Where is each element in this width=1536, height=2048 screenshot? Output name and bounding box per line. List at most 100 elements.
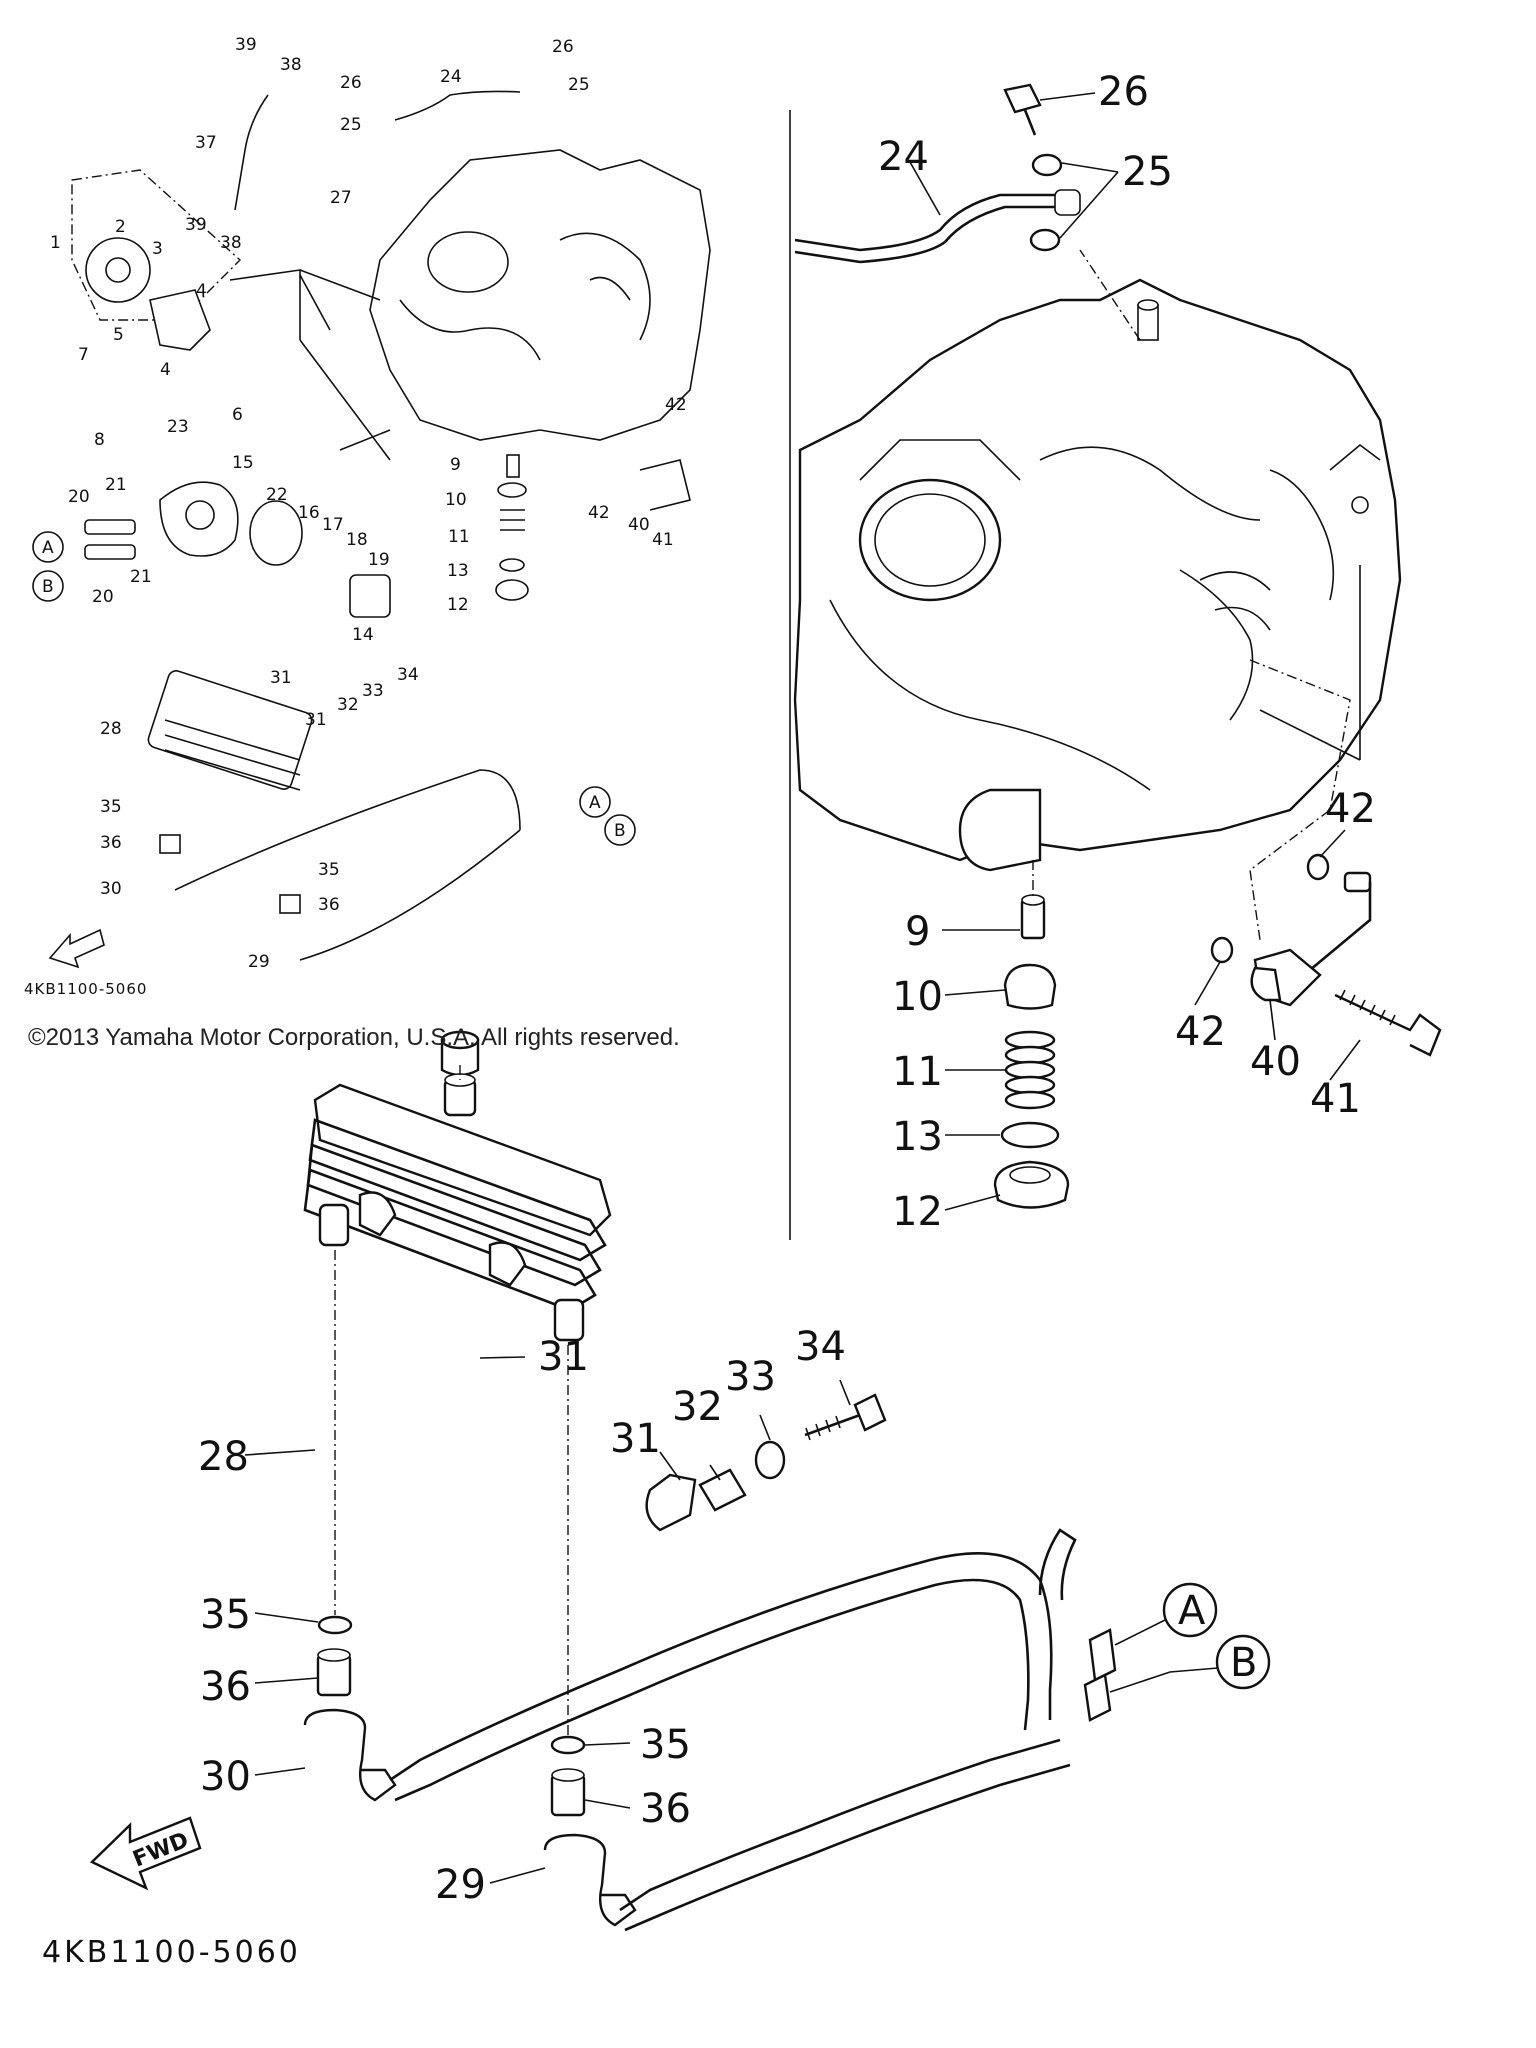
overview-label: 26 [552, 37, 574, 57]
overview-label: 21 [130, 567, 152, 587]
overview-label: 14 [352, 625, 374, 645]
overview-label: 12 [447, 595, 469, 615]
oil-hose-upper [389, 1552, 1053, 1782]
connector-a [1162, 1582, 1218, 1638]
overview-label: 38 [220, 233, 242, 253]
overview-connector-a2 [579, 786, 611, 818]
grommet-31-side [645, 1473, 697, 1532]
connector-b-label: B [1230, 1640, 1257, 1686]
overview-label: 10 [445, 490, 467, 510]
plug-10 [1003, 963, 1057, 1010]
bolt-34 [804, 1413, 861, 1437]
overview-label: 36 [100, 833, 122, 853]
bolt-41 [1334, 993, 1442, 1057]
overview-oring-22 [249, 500, 303, 566]
overview-label: 29 [248, 952, 270, 972]
overview-label: 20 [68, 487, 90, 507]
diagram-code-small: 4KB1100-5060 [24, 980, 148, 998]
overview-label: 40 [628, 515, 650, 535]
overview-label: 39 [185, 215, 207, 235]
overview-label: 16 [298, 503, 320, 523]
overview-connector-b2-label: B [614, 821, 626, 841]
overview-label: 1 [50, 233, 61, 253]
overview-label: 31 [270, 668, 292, 688]
overview-label: 41 [652, 530, 674, 550]
label-11: 11 [892, 1049, 943, 1095]
overview-hose [174, 769, 521, 891]
overview-label: 23 [167, 417, 189, 437]
label-30: 30 [200, 1754, 251, 1800]
fwd-arrow [89, 1816, 202, 1891]
fitting-29 [543, 1833, 637, 1927]
connector-b [1215, 1634, 1271, 1690]
overview-label: 4 [160, 360, 171, 380]
overview-label: 2 [115, 217, 126, 237]
crankcase [793, 278, 1402, 862]
overview-label: 22 [266, 485, 288, 505]
oring-35-right [550, 1735, 586, 1755]
label-10: 10 [892, 974, 943, 1020]
overview-pipe-37 [234, 94, 269, 211]
oring-35-left [317, 1615, 353, 1635]
label-13: 13 [892, 1114, 943, 1160]
label-26: 26 [1098, 69, 1149, 115]
overview-label: 31 [305, 710, 327, 730]
oil-cooler-detail: FWD [89, 1030, 1271, 1932]
overview-label: 35 [318, 860, 340, 880]
label-36-left: 36 [200, 1664, 251, 1710]
connector-a-label: A [1178, 1588, 1206, 1634]
label-31-top: 31 [538, 1334, 589, 1380]
label-42-top: 42 [1325, 786, 1376, 832]
label-9: 9 [905, 909, 930, 955]
overview-connector-a-label: A [42, 538, 54, 558]
washer-42-a [1306, 853, 1330, 881]
oil-hose-lower [619, 1738, 1061, 1912]
washer-42-b [1210, 936, 1234, 964]
crankcase-labels: 26 25 24 9 10 11 13 12 42 42 40 41 [878, 69, 1376, 1235]
overview-label: 11 [448, 527, 470, 547]
overview-label: 26 [340, 73, 362, 93]
fitting-30 [303, 1708, 397, 1802]
overview-label: 34 [397, 665, 419, 685]
washer-33 [754, 1440, 786, 1480]
overview-diagram [32, 90, 711, 969]
label-32: 32 [672, 1384, 723, 1430]
overview-label: 4 [196, 281, 207, 301]
cylinder-bore [858, 478, 1002, 602]
overview-label: 28 [100, 719, 122, 739]
overview-label: 15 [232, 453, 254, 473]
overview-labels: 1 2 3 4 4 5 6 7 8 9 10 11 12 13 14 15 16… [42, 35, 687, 972]
crankcase-detail [789, 83, 1442, 1240]
copyright-notice: ©2013 Yamaha Motor Corporation, U.S.A. A… [28, 1024, 680, 1051]
overview-crankcase [369, 149, 711, 441]
label-33: 33 [725, 1354, 776, 1400]
overview-filter-14 [349, 574, 391, 618]
overview-label: 6 [232, 405, 243, 425]
overview-label: 7 [78, 345, 89, 365]
overview-label: 42 [588, 503, 610, 523]
overview-label: 8 [94, 430, 105, 450]
overview-fwd-arrow [48, 928, 105, 969]
overview-pump-body [149, 289, 211, 351]
oil-cooler-28 [313, 1083, 612, 1237]
washer-25-a [1031, 153, 1063, 177]
overview-oil-cooler [147, 670, 313, 790]
overview-connector-b2 [604, 814, 636, 846]
label-36-right: 36 [640, 1786, 691, 1832]
overview-connector-a2-label: A [589, 793, 601, 813]
label-42-left: 42 [1175, 1009, 1226, 1055]
washer-25-b [1029, 228, 1061, 252]
label-35-left: 35 [200, 1592, 251, 1638]
label-24: 24 [878, 134, 929, 180]
overview-label: 35 [100, 797, 122, 817]
diagram-code-large: 4KB1100-5060 [42, 1935, 301, 1970]
oring-13 [1000, 1121, 1060, 1149]
label-34: 34 [795, 1324, 846, 1370]
overview-gear-2 [85, 237, 151, 303]
overview-label: 38 [280, 55, 302, 75]
label-29: 29 [435, 1862, 486, 1908]
label-25: 25 [1122, 149, 1173, 195]
overview-label: 30 [100, 879, 122, 899]
overview-connector-a [32, 531, 64, 563]
label-41: 41 [1310, 1076, 1361, 1122]
